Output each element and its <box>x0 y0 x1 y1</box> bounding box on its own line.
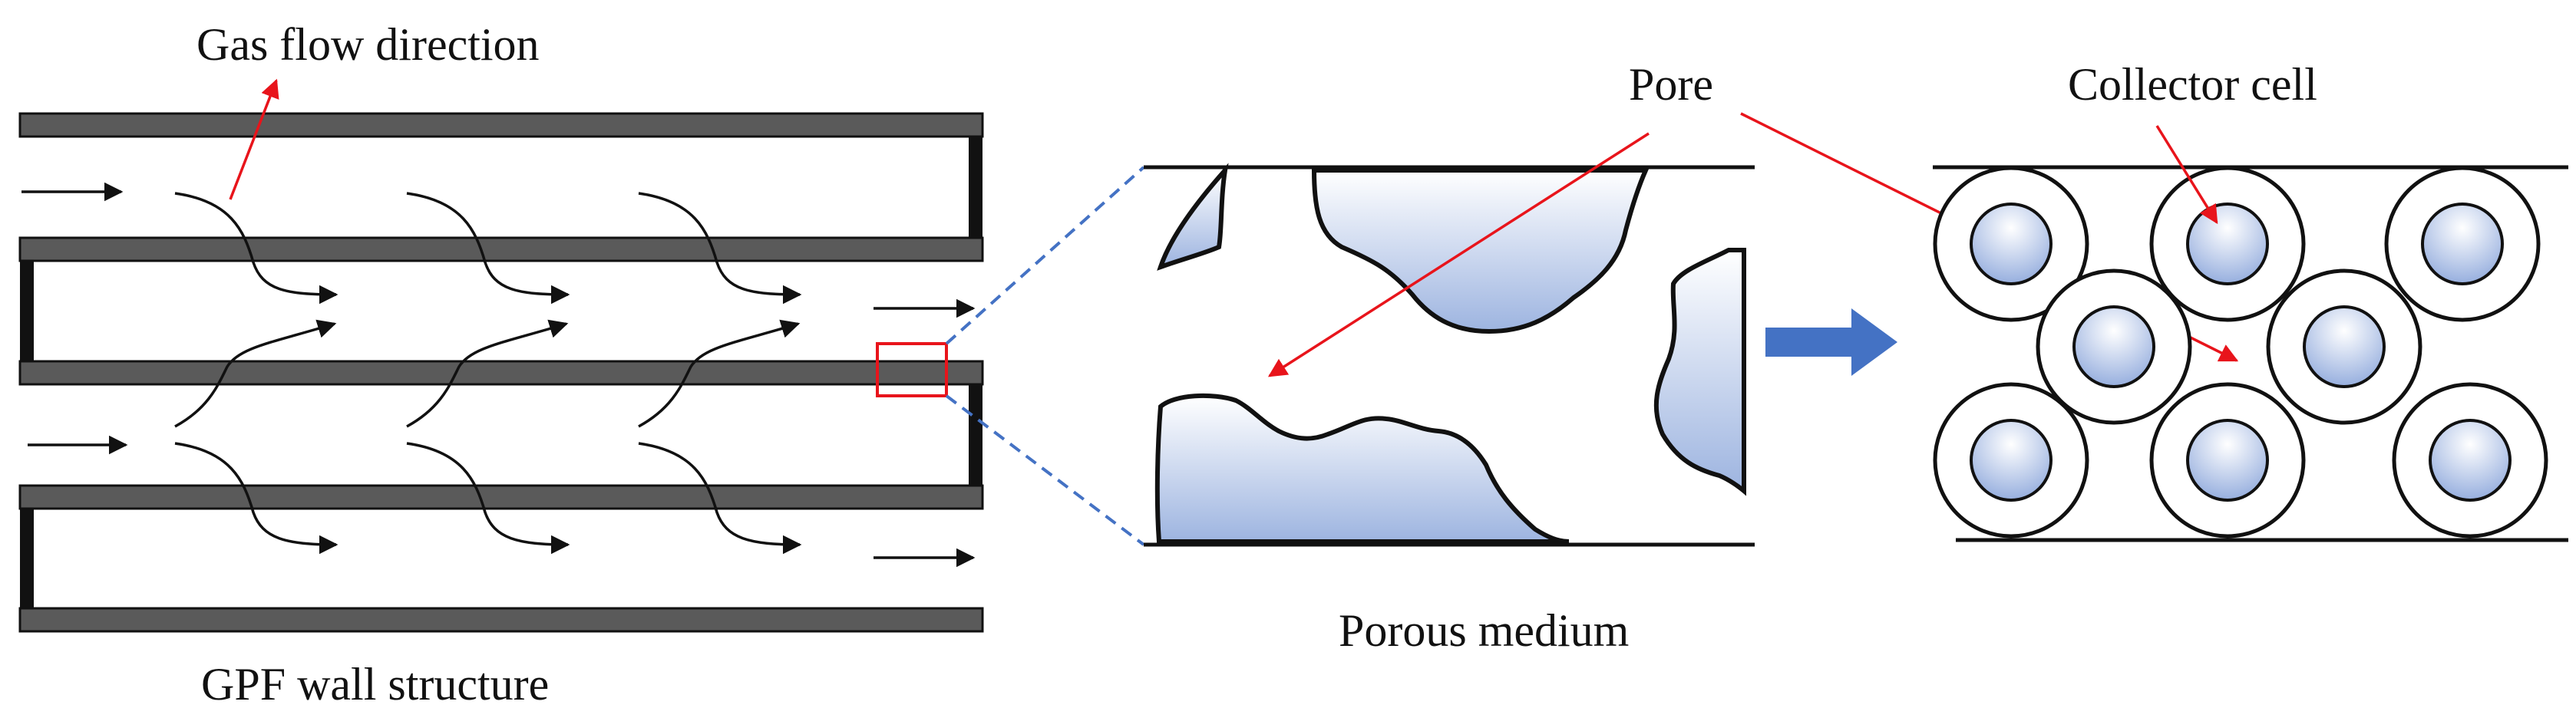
channel-wall <box>18 112 984 138</box>
channel-wall <box>18 607 984 633</box>
flow-down-arrow <box>638 442 802 555</box>
flow-down-arrow <box>638 192 802 305</box>
gpf-wall-structure-label: GPF wall structure <box>201 659 550 710</box>
zoom-link-top <box>945 166 1145 345</box>
channel-plug <box>969 137 983 238</box>
transition-arrow-icon <box>1765 308 1897 376</box>
pore-region <box>1653 248 1746 496</box>
porous-medium-label: Porous medium <box>1339 605 1630 656</box>
collector-cell <box>1933 382 2089 538</box>
collector-cell <box>2392 382 2548 538</box>
channel-plug <box>20 509 34 608</box>
flow-down-arrow <box>406 442 570 555</box>
collector-cell <box>2149 166 2306 322</box>
collector-cell <box>2036 268 2192 425</box>
zoom-link-bottom <box>945 394 1145 546</box>
zoom-region-box <box>876 342 948 397</box>
pore-label: Pore <box>1629 59 1713 110</box>
channel-wall <box>18 484 984 510</box>
collector-cell-model <box>1933 165 2568 542</box>
flow-down-arrow <box>406 192 570 305</box>
collector-cell <box>2149 382 2306 538</box>
porous-medium <box>1144 163 1755 547</box>
flow-up-arrow <box>174 319 337 428</box>
collector-cell <box>1933 166 2089 322</box>
pore-region <box>1311 168 1650 334</box>
collector-cell <box>2384 166 2541 322</box>
gas-flow-pointer <box>229 78 279 200</box>
flow-arrows <box>21 182 976 568</box>
flow-down-arrow <box>174 442 339 555</box>
collector-cell <box>2266 268 2422 425</box>
channel-wall <box>18 236 984 262</box>
channel-plug <box>20 261 34 361</box>
collector-cell-pointer <box>2155 125 2218 225</box>
gpf-wall-structure <box>18 112 984 633</box>
flow-up-arrow <box>638 319 801 428</box>
pore-region <box>1154 393 1570 544</box>
gas-flow-direction-label: Gas flow direction <box>197 19 540 70</box>
channel-plug <box>969 384 983 486</box>
collector-cell-label: Collector cell <box>2068 59 2317 110</box>
pore-region <box>1157 163 1229 271</box>
flow-up-arrow <box>406 319 569 428</box>
flow-down-arrow <box>174 192 339 305</box>
channel-wall <box>18 360 984 386</box>
pore-pointer-left <box>1267 132 1650 377</box>
